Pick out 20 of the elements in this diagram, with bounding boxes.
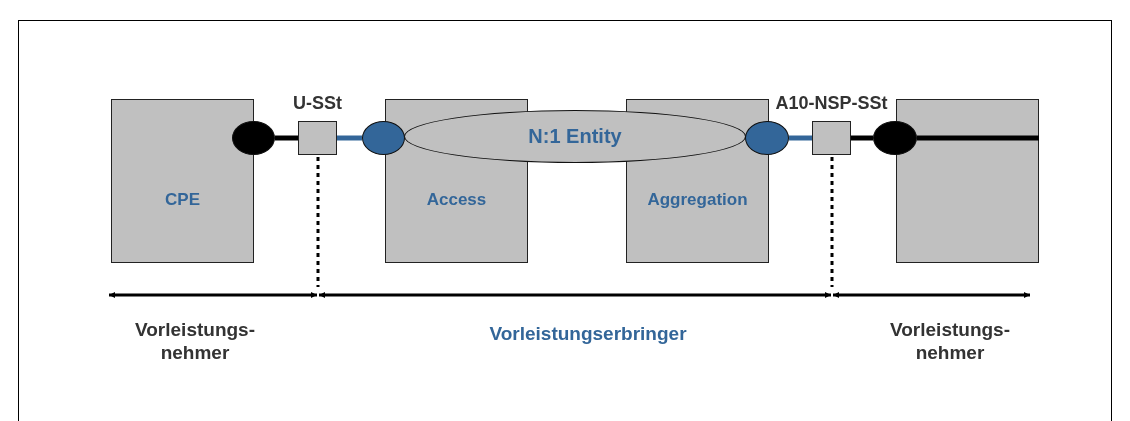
- port-oval: [362, 121, 405, 155]
- connector-line: [275, 135, 298, 141]
- port-oval: [873, 121, 917, 155]
- process-box: [111, 99, 254, 263]
- process-box: [896, 99, 1039, 263]
- connector-line: [917, 135, 1039, 141]
- box-label: Access: [426, 190, 487, 210]
- box-label: Aggregation: [647, 190, 748, 210]
- connector-line: [789, 135, 812, 141]
- party-label: Vorleistungserbringer: [488, 322, 688, 345]
- port-oval: [745, 121, 789, 155]
- connector-line: [337, 135, 362, 141]
- party-label: Vorleistungs- nehmer: [134, 318, 256, 364]
- party-label: Vorleistungs- nehmer: [889, 318, 1011, 364]
- entity-label: N:1 Entity: [528, 125, 622, 148]
- box-label: CPE: [165, 190, 200, 210]
- interface-label: A10-NSP-SSt: [775, 93, 888, 114]
- connector-line: [851, 135, 873, 141]
- port-oval: [232, 121, 275, 155]
- interface-label: U-SSt: [293, 93, 342, 114]
